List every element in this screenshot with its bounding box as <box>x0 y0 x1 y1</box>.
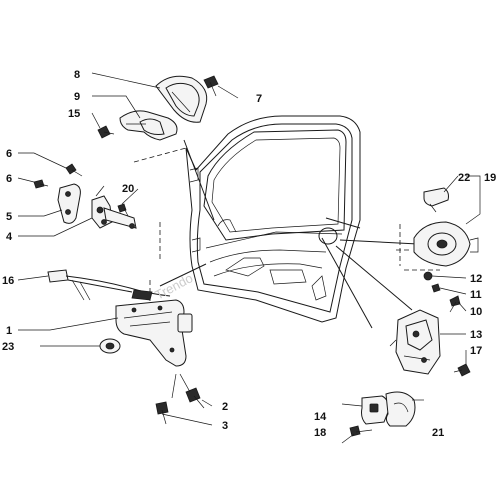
callout-7: 7 <box>256 93 262 105</box>
callout-12: 12 <box>470 273 482 285</box>
callout-20: 20 <box>122 183 134 195</box>
part-13-lock-mechanism <box>389 309 441 375</box>
part-7-screw <box>203 75 219 97</box>
part-19-lock-cylinder <box>413 221 479 267</box>
callout-13: 13 <box>470 329 482 341</box>
part-2-screw <box>185 387 205 409</box>
callout-numbers: 8 9 15 7 6 6 5 4 20 16 1 23 2 3 22 19 12… <box>2 69 496 439</box>
callout-15: 15 <box>68 108 80 120</box>
callout-6-lower: 6 <box>6 173 12 185</box>
part-17-screw <box>453 363 471 377</box>
part-14-striker <box>361 395 389 425</box>
callout-8: 8 <box>74 69 80 81</box>
callout-23: 23 <box>2 341 14 353</box>
part-18-screw <box>349 425 373 437</box>
part-16-release-cable <box>47 269 171 301</box>
part-6-bolt-lower <box>33 179 49 189</box>
part-21-clip <box>385 391 416 427</box>
part-15-screw <box>97 125 115 139</box>
callout-17: 17 <box>470 345 482 357</box>
callout-21: 21 <box>432 427 444 439</box>
callout-22: 22 <box>458 172 470 184</box>
watermark-text: Trendo <box>152 270 195 302</box>
callout-18: 18 <box>314 427 326 439</box>
part-10-screw <box>449 295 461 313</box>
part-6-bolt-upper <box>65 163 83 177</box>
part-9-inner-handle <box>119 110 178 141</box>
callout-5: 5 <box>6 211 12 223</box>
callout-2: 2 <box>222 401 228 413</box>
part-23-grommet <box>99 338 121 354</box>
callout-3: 3 <box>222 420 228 432</box>
part-3-screw <box>155 401 169 425</box>
callout-16: 16 <box>2 275 14 287</box>
callout-9: 9 <box>74 91 80 103</box>
part-4-door-check <box>91 185 137 229</box>
callout-11: 11 <box>470 289 482 301</box>
callout-1: 1 <box>6 325 12 337</box>
callout-6-upper: 6 <box>6 148 12 160</box>
part-5-bracket-plate <box>57 183 81 224</box>
door-frame <box>185 115 361 323</box>
leader-lines <box>17 72 481 444</box>
part-1-carrier-plate <box>115 299 193 367</box>
part-20-screw <box>117 203 129 217</box>
part-8-handle-bezel <box>155 75 208 123</box>
callout-4: 4 <box>6 231 13 243</box>
speaker-hole <box>318 227 338 245</box>
assembly-lines <box>159 139 419 329</box>
part-22-cap <box>423 187 449 213</box>
callout-14: 14 <box>314 411 327 423</box>
callout-19: 19 <box>484 172 496 184</box>
part-12-nut <box>423 271 433 281</box>
part-11-screw <box>431 283 441 293</box>
callout-10: 10 <box>470 306 482 318</box>
